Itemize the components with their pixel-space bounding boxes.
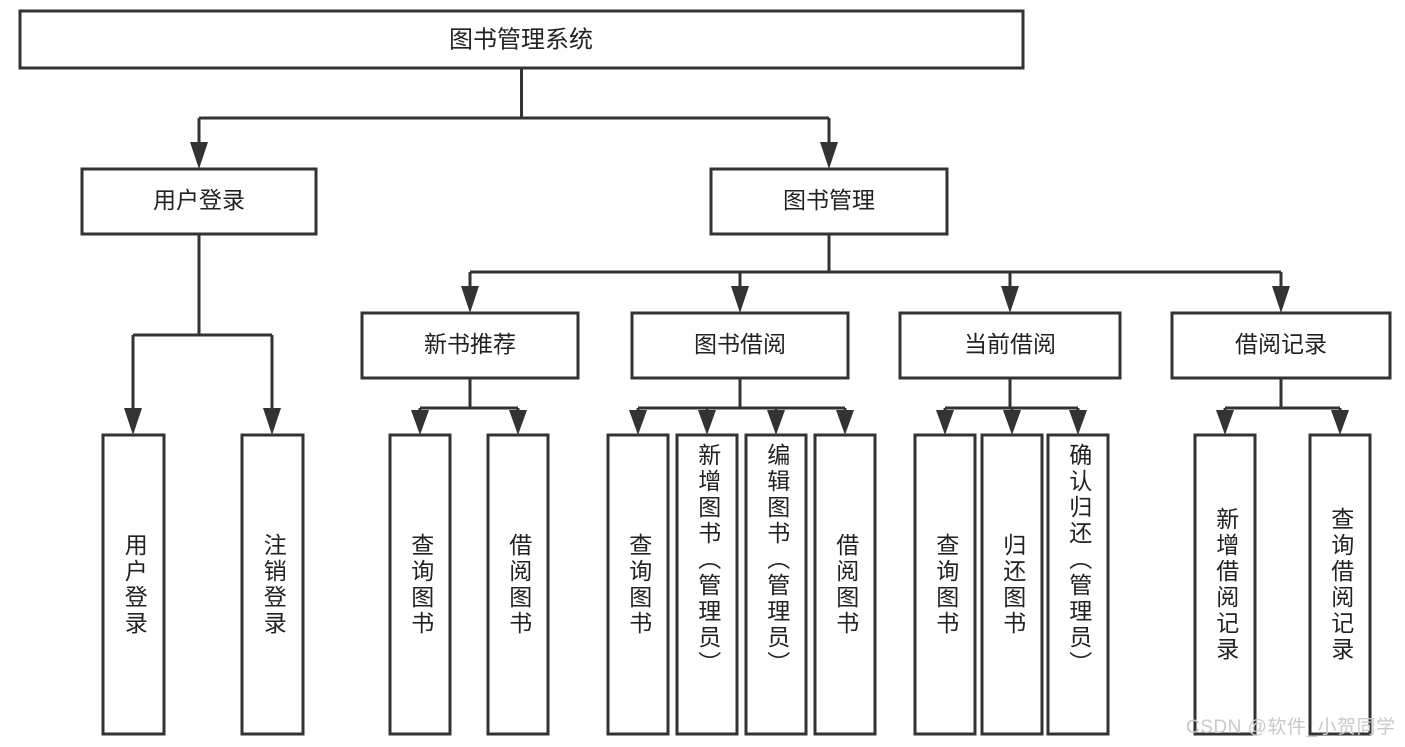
connector-group-root (190, 68, 838, 169)
node-leaf-query-book-3-box[interactable] (913, 433, 977, 736)
node-user-login-box[interactable] (80, 167, 318, 236)
node-borrow-record[interactable]: 借阅记录 (1170, 311, 1392, 380)
node-root-label: 图书管理系统 (449, 26, 593, 53)
arrow-head-leaf-query-borrow-record (1331, 410, 1349, 435)
node-book-manage[interactable]: 图书管理 (709, 167, 949, 236)
arrow-head-leaf-return-book (1003, 410, 1021, 435)
arrow-head-leaf-confirm-return (1069, 410, 1087, 435)
arrow-head-leaf-query-book-2 (629, 410, 647, 435)
node-new-book-recommend-box[interactable] (360, 311, 580, 380)
connector-group-book-borrow (629, 378, 854, 435)
arrow-head-leaf-borrow-book-2 (836, 410, 854, 435)
arrow-head-leaf-add-borrow-record (1216, 410, 1234, 435)
node-leaf-return-book-box[interactable] (980, 433, 1044, 736)
node-book-borrow-label: 图书借阅 (694, 331, 786, 357)
node-new-book-recommend-label: 新书推荐 (424, 331, 516, 357)
arrow-head-current-borrow (1001, 286, 1019, 313)
arrow-head-new-book-recommend (461, 286, 479, 313)
connector-group-current-borrow (936, 378, 1087, 435)
node-leaf-query-book-1-box[interactable] (388, 433, 452, 736)
node-user-login[interactable]: 用户登录 (80, 167, 318, 236)
connector-group-user-login (124, 234, 281, 435)
node-leaf-edit-book-box[interactable] (744, 433, 808, 736)
arrow-head-leaf-logout-login (263, 408, 281, 435)
watermark: CSDN @软件_小贺同学 (1186, 717, 1396, 738)
node-leaf-logout-login-box[interactable] (240, 433, 305, 736)
node-book-borrow[interactable]: 图书借阅 (630, 311, 850, 380)
connector-group-borrow-record (1216, 378, 1349, 435)
node-new-book-recommend[interactable]: 新书推荐 (360, 311, 580, 380)
connector-group-new-book-recommend (411, 378, 527, 435)
arrow-head-leaf-user-login (124, 408, 142, 435)
node-current-borrow-label: 当前借阅 (964, 331, 1056, 357)
node-leaf-add-borrow-record-box[interactable] (1193, 433, 1257, 736)
arrow-head-leaf-query-book-3 (936, 410, 954, 435)
node-current-borrow[interactable]: 当前借阅 (898, 311, 1122, 380)
node-leaf-query-book-2-box[interactable] (606, 433, 670, 736)
node-leaf-borrow-book-2-box[interactable] (813, 433, 877, 736)
node-leaf-borrow-book-1-box[interactable] (486, 433, 550, 736)
node-borrow-record-box[interactable] (1170, 311, 1392, 380)
arrow-head-leaf-query-book-1 (411, 410, 429, 435)
node-root-box[interactable] (18, 9, 1025, 70)
arrow-head-leaf-add-book (698, 410, 716, 435)
arrow-head-leaf-borrow-book-1 (509, 410, 527, 435)
node-leaf-confirm-return-box[interactable] (1046, 433, 1110, 736)
node-leaf-add-book-box[interactable] (675, 433, 739, 736)
arrow-head-user-login (190, 142, 208, 169)
node-current-borrow-box[interactable] (898, 311, 1122, 380)
arrow-head-borrow-record (1272, 286, 1290, 313)
node-book-manage-label: 图书管理 (783, 187, 875, 213)
node-leaf-query-borrow-record-box[interactable] (1308, 433, 1372, 736)
node-root[interactable]: 图书管理系统 (18, 9, 1025, 70)
connector-group-book-manage (461, 234, 1290, 313)
node-leaf-user-login-box[interactable] (101, 433, 166, 736)
arrow-head-book-manage (820, 142, 838, 169)
node-user-login-label: 用户登录 (153, 187, 245, 213)
node-book-borrow-box[interactable] (630, 311, 850, 380)
arrow-head-leaf-edit-book (767, 410, 785, 435)
arrow-head-book-borrow (731, 286, 749, 313)
node-book-manage-box[interactable] (709, 167, 949, 236)
node-borrow-record-label: 借阅记录 (1235, 331, 1327, 357)
